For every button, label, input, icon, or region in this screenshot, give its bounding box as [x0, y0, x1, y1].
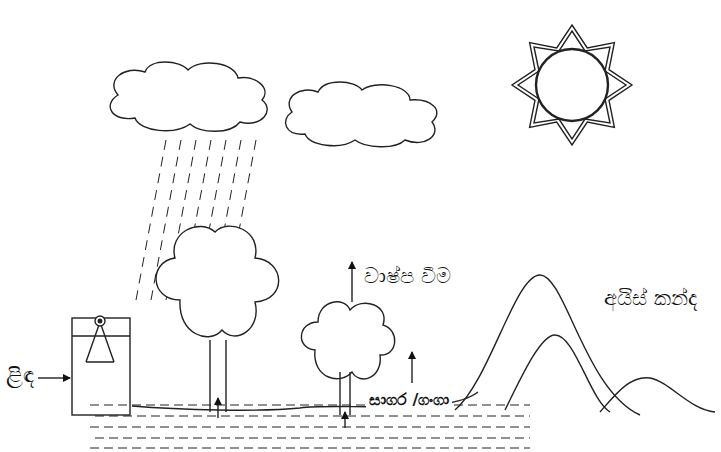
well-pulley [95, 316, 105, 326]
sun-star [512, 25, 632, 145]
tree [156, 226, 279, 337]
water-dashes [90, 427, 530, 428]
sun-star-inner [518, 31, 626, 139]
cloud [110, 62, 267, 131]
evaporation-label: වාෂ්ප වීම [364, 264, 451, 289]
water-dashes [95, 438, 530, 439]
water-dashes [90, 405, 530, 406]
water-dashes [90, 448, 530, 449]
ocean-river-label: සාගර /ගංගා [366, 390, 452, 409]
tree [301, 302, 394, 379]
well-pointer [38, 377, 70, 378]
water-dashes [95, 416, 530, 417]
ice-mountain-label: අයිස් කන්ද [604, 286, 697, 311]
sun-disc [536, 49, 608, 121]
well [72, 318, 130, 415]
cloud [286, 82, 437, 147]
well-label: ළිඳ [6, 362, 34, 388]
